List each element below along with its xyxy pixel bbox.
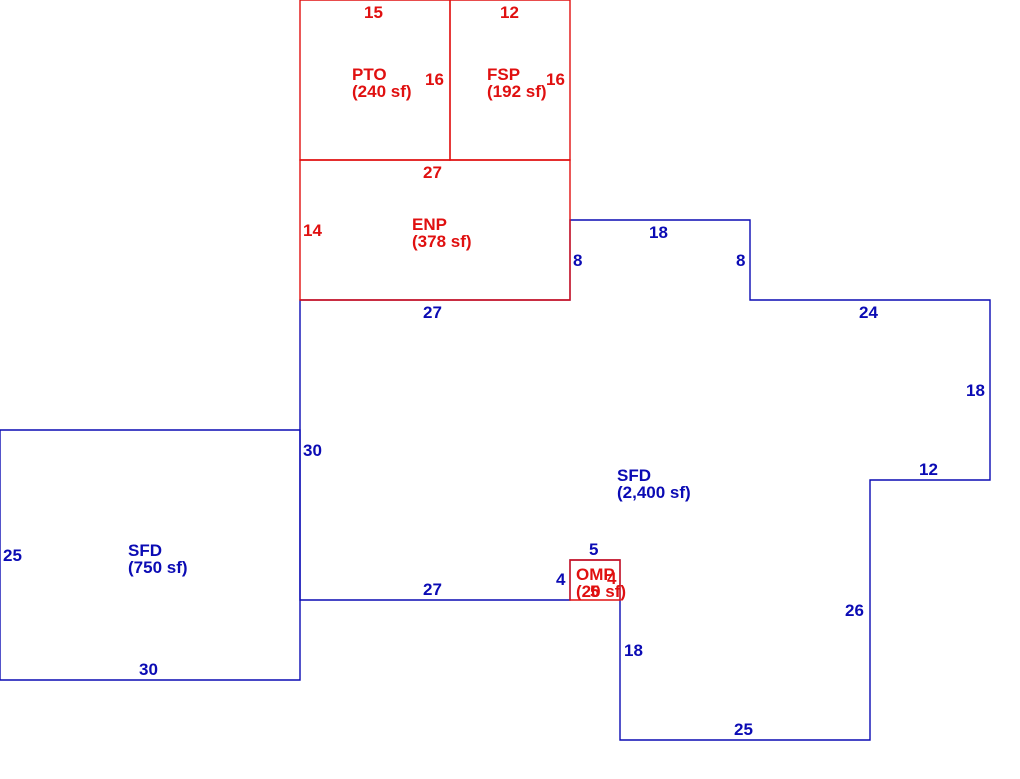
omp-outline — [569, 559, 621, 601]
main-notch-dim: 12 — [919, 460, 938, 479]
omp-left-dim: 4 — [556, 570, 566, 589]
enp-left-dim: 14 — [303, 221, 322, 240]
fsp-right-dim: 16 — [546, 70, 565, 89]
sfd-main-code: SFD — [617, 466, 651, 485]
fsp-outline — [449, 0, 571, 161]
main-top-right-dim: 24 — [859, 303, 878, 322]
sfd-left-outline — [0, 429, 301, 681]
main-bottom-dim: 25 — [734, 720, 753, 739]
sfd-left-area: (750 sf) — [128, 558, 188, 577]
omp-area: (20 sf) — [576, 582, 626, 601]
pto-code: PTO — [352, 65, 387, 84]
sfd-main-area: (2,400 sf) — [617, 483, 691, 502]
enp-top-dim: 27 — [423, 163, 442, 182]
omp-top-dim: 5 — [589, 540, 598, 559]
main-left-step-dim: 8 — [573, 251, 582, 270]
main-lower-left-dim: 18 — [624, 641, 643, 660]
pto-right-dim: 16 — [425, 70, 444, 89]
omp-inner-4-dim: 4 — [607, 569, 617, 588]
enp-area: (378 sf) — [412, 232, 472, 251]
omp-inner-5-dim: 5 — [590, 582, 599, 601]
pto-top-dim: 15 — [364, 3, 383, 22]
main-top-dim: 27 — [423, 303, 442, 322]
main-right-dim: 18 — [966, 381, 985, 400]
main-lower-right-dim: 26 — [845, 601, 864, 620]
pto-area: (240 sf) — [352, 82, 412, 101]
fsp-top-dim: 12 — [500, 3, 519, 22]
main-right-step-dim: 8 — [736, 251, 745, 270]
main-left-dim: 30 — [303, 441, 322, 460]
left-side-dim: 25 — [3, 546, 22, 565]
main-bump-dim: 18 — [649, 223, 668, 242]
enp-code: ENP — [412, 215, 447, 234]
sfd-left-code: SFD — [128, 541, 162, 560]
fsp-code: FSP — [487, 65, 520, 84]
left-bottom-dim: 30 — [139, 660, 158, 679]
main-bottom-left-dim: 27 — [423, 580, 442, 599]
fsp-area: (192 sf) — [487, 82, 547, 101]
omp-code: OMP — [576, 565, 615, 584]
